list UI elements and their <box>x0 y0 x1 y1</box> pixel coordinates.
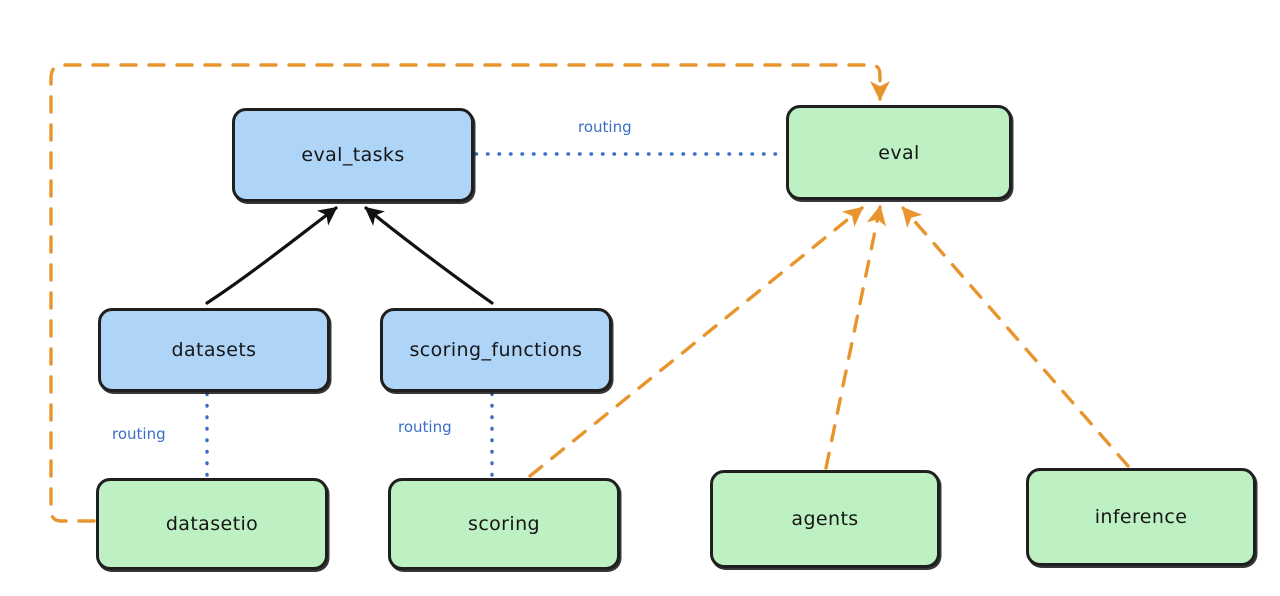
edge-datasetio-to-eval <box>49 63 890 523</box>
edge-label-routing-eval-tasks-eval: routing <box>578 118 632 136</box>
node-eval[interactable]: eval <box>786 105 1012 200</box>
node-label-eval-tasks: eval_tasks <box>301 144 405 166</box>
node-inference[interactable]: inference <box>1026 468 1256 566</box>
edge-datasets-to-eval-tasks <box>205 206 338 305</box>
node-label-datasetio: datasetio <box>165 513 259 535</box>
node-datasets[interactable]: datasets <box>98 308 330 392</box>
node-label-inference: inference <box>1094 506 1188 528</box>
node-label-eval: eval <box>878 141 920 164</box>
edge-scoring-functions-to-eval-tasks <box>364 206 494 305</box>
node-label-scoring-functions: scoring_functions <box>409 339 583 361</box>
edge-agents-to-eval <box>824 205 887 470</box>
node-eval-tasks[interactable]: eval_tasks <box>232 108 474 202</box>
edge-inference-to-eval <box>901 206 1130 468</box>
node-datasetio[interactable]: datasetio <box>96 478 328 570</box>
edge-label-routing-scoring-functions-scoring: routing <box>398 418 452 436</box>
edge-scoring-to-eval <box>528 206 864 478</box>
node-scoring-functions[interactable]: scoring_functions <box>380 308 612 392</box>
node-label-datasets: datasets <box>171 339 257 361</box>
node-scoring[interactable]: scoring <box>388 478 620 570</box>
node-label-scoring: scoring <box>468 513 540 535</box>
node-agents[interactable]: agents <box>710 470 940 568</box>
edge-label-routing-datasets-datasetio: routing <box>112 425 166 443</box>
node-label-agents: agents <box>791 508 859 530</box>
